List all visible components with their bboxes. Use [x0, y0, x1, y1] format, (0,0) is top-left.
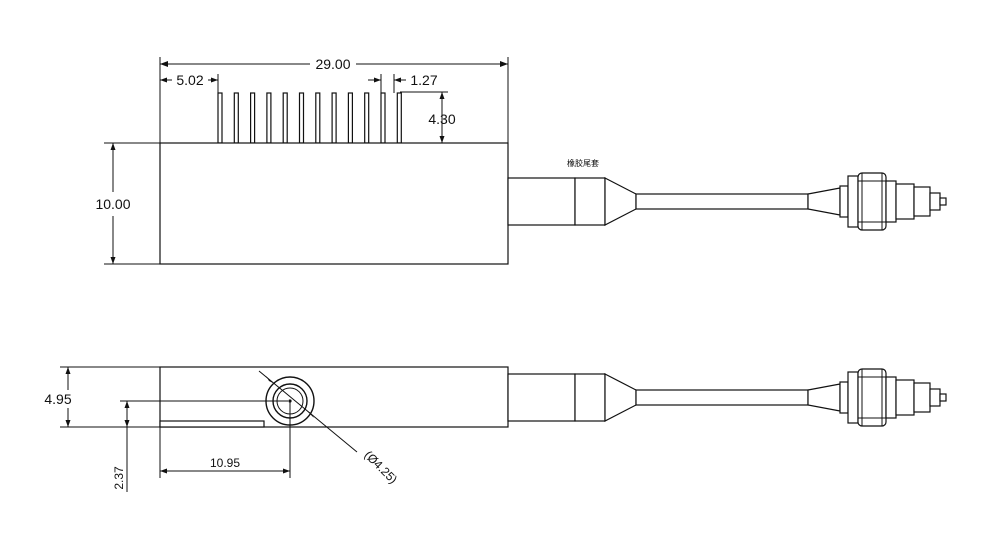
side-fiber-cable	[635, 389, 809, 406]
top-connector-taper	[807, 187, 841, 216]
dim-center-height: 2.37	[112, 400, 288, 492]
top-rubber-boot	[604, 177, 637, 226]
pin	[315, 92, 321, 144]
pin	[347, 92, 353, 144]
dim-body-height-side: 4.95	[44, 366, 160, 428]
top-body-outline	[159, 142, 509, 265]
pin	[233, 92, 239, 144]
pin	[380, 92, 386, 144]
side-sleeve	[507, 373, 576, 422]
dim-pin-height-label: 4.30	[428, 111, 455, 127]
side-sleeve-collar	[574, 373, 606, 422]
pin	[217, 92, 223, 144]
dim-body-height-side-label: 4.95	[44, 391, 71, 407]
top-sleeve-collar	[574, 177, 606, 226]
top-fiber-cable	[635, 193, 809, 210]
dim-total-width: 29.00	[159, 56, 509, 143]
dim-pin-pitch-label: 1.27	[410, 72, 437, 88]
dim-center-offset-label: 10.95	[210, 456, 240, 470]
top-sleeve	[507, 177, 576, 226]
side-rubber-boot	[604, 373, 637, 422]
dim-total-width-label: 29.00	[315, 56, 350, 72]
pin	[364, 92, 370, 144]
side-base-step	[159, 420, 265, 428]
pin	[396, 92, 402, 144]
pin	[298, 92, 305, 144]
top-fiber-connector	[839, 172, 947, 231]
side-connector-taper	[807, 383, 841, 412]
dim-center-offset: 10.95	[159, 401, 291, 478]
side-view: 4.95 2.37 10.95 (Ø4.25)	[44, 366, 947, 492]
dim-body-height-top: 10.00	[95, 142, 160, 265]
pin	[331, 92, 337, 144]
dim-pin-offset: 5.02	[160, 72, 219, 93]
dim-hole-diameter-label: (Ø4.25)	[361, 448, 400, 487]
dim-pin-height: 4.30	[400, 91, 456, 143]
dim-center-height-label: 2.37	[112, 466, 126, 490]
side-fiber-connector	[839, 368, 947, 427]
top-view: 29.00 5.02 1.27 4.30	[95, 56, 947, 265]
dim-body-height-top-label: 10.00	[95, 196, 130, 212]
side-body-outline	[159, 366, 509, 428]
pin	[266, 92, 272, 144]
pin	[250, 92, 256, 144]
dim-pin-pitch: 1.27	[368, 72, 438, 93]
pin-array	[217, 92, 402, 144]
rubber-boot-label: 橡胶尾套	[567, 158, 599, 168]
pin	[282, 92, 288, 144]
dim-pin-offset-label: 5.02	[176, 72, 203, 88]
